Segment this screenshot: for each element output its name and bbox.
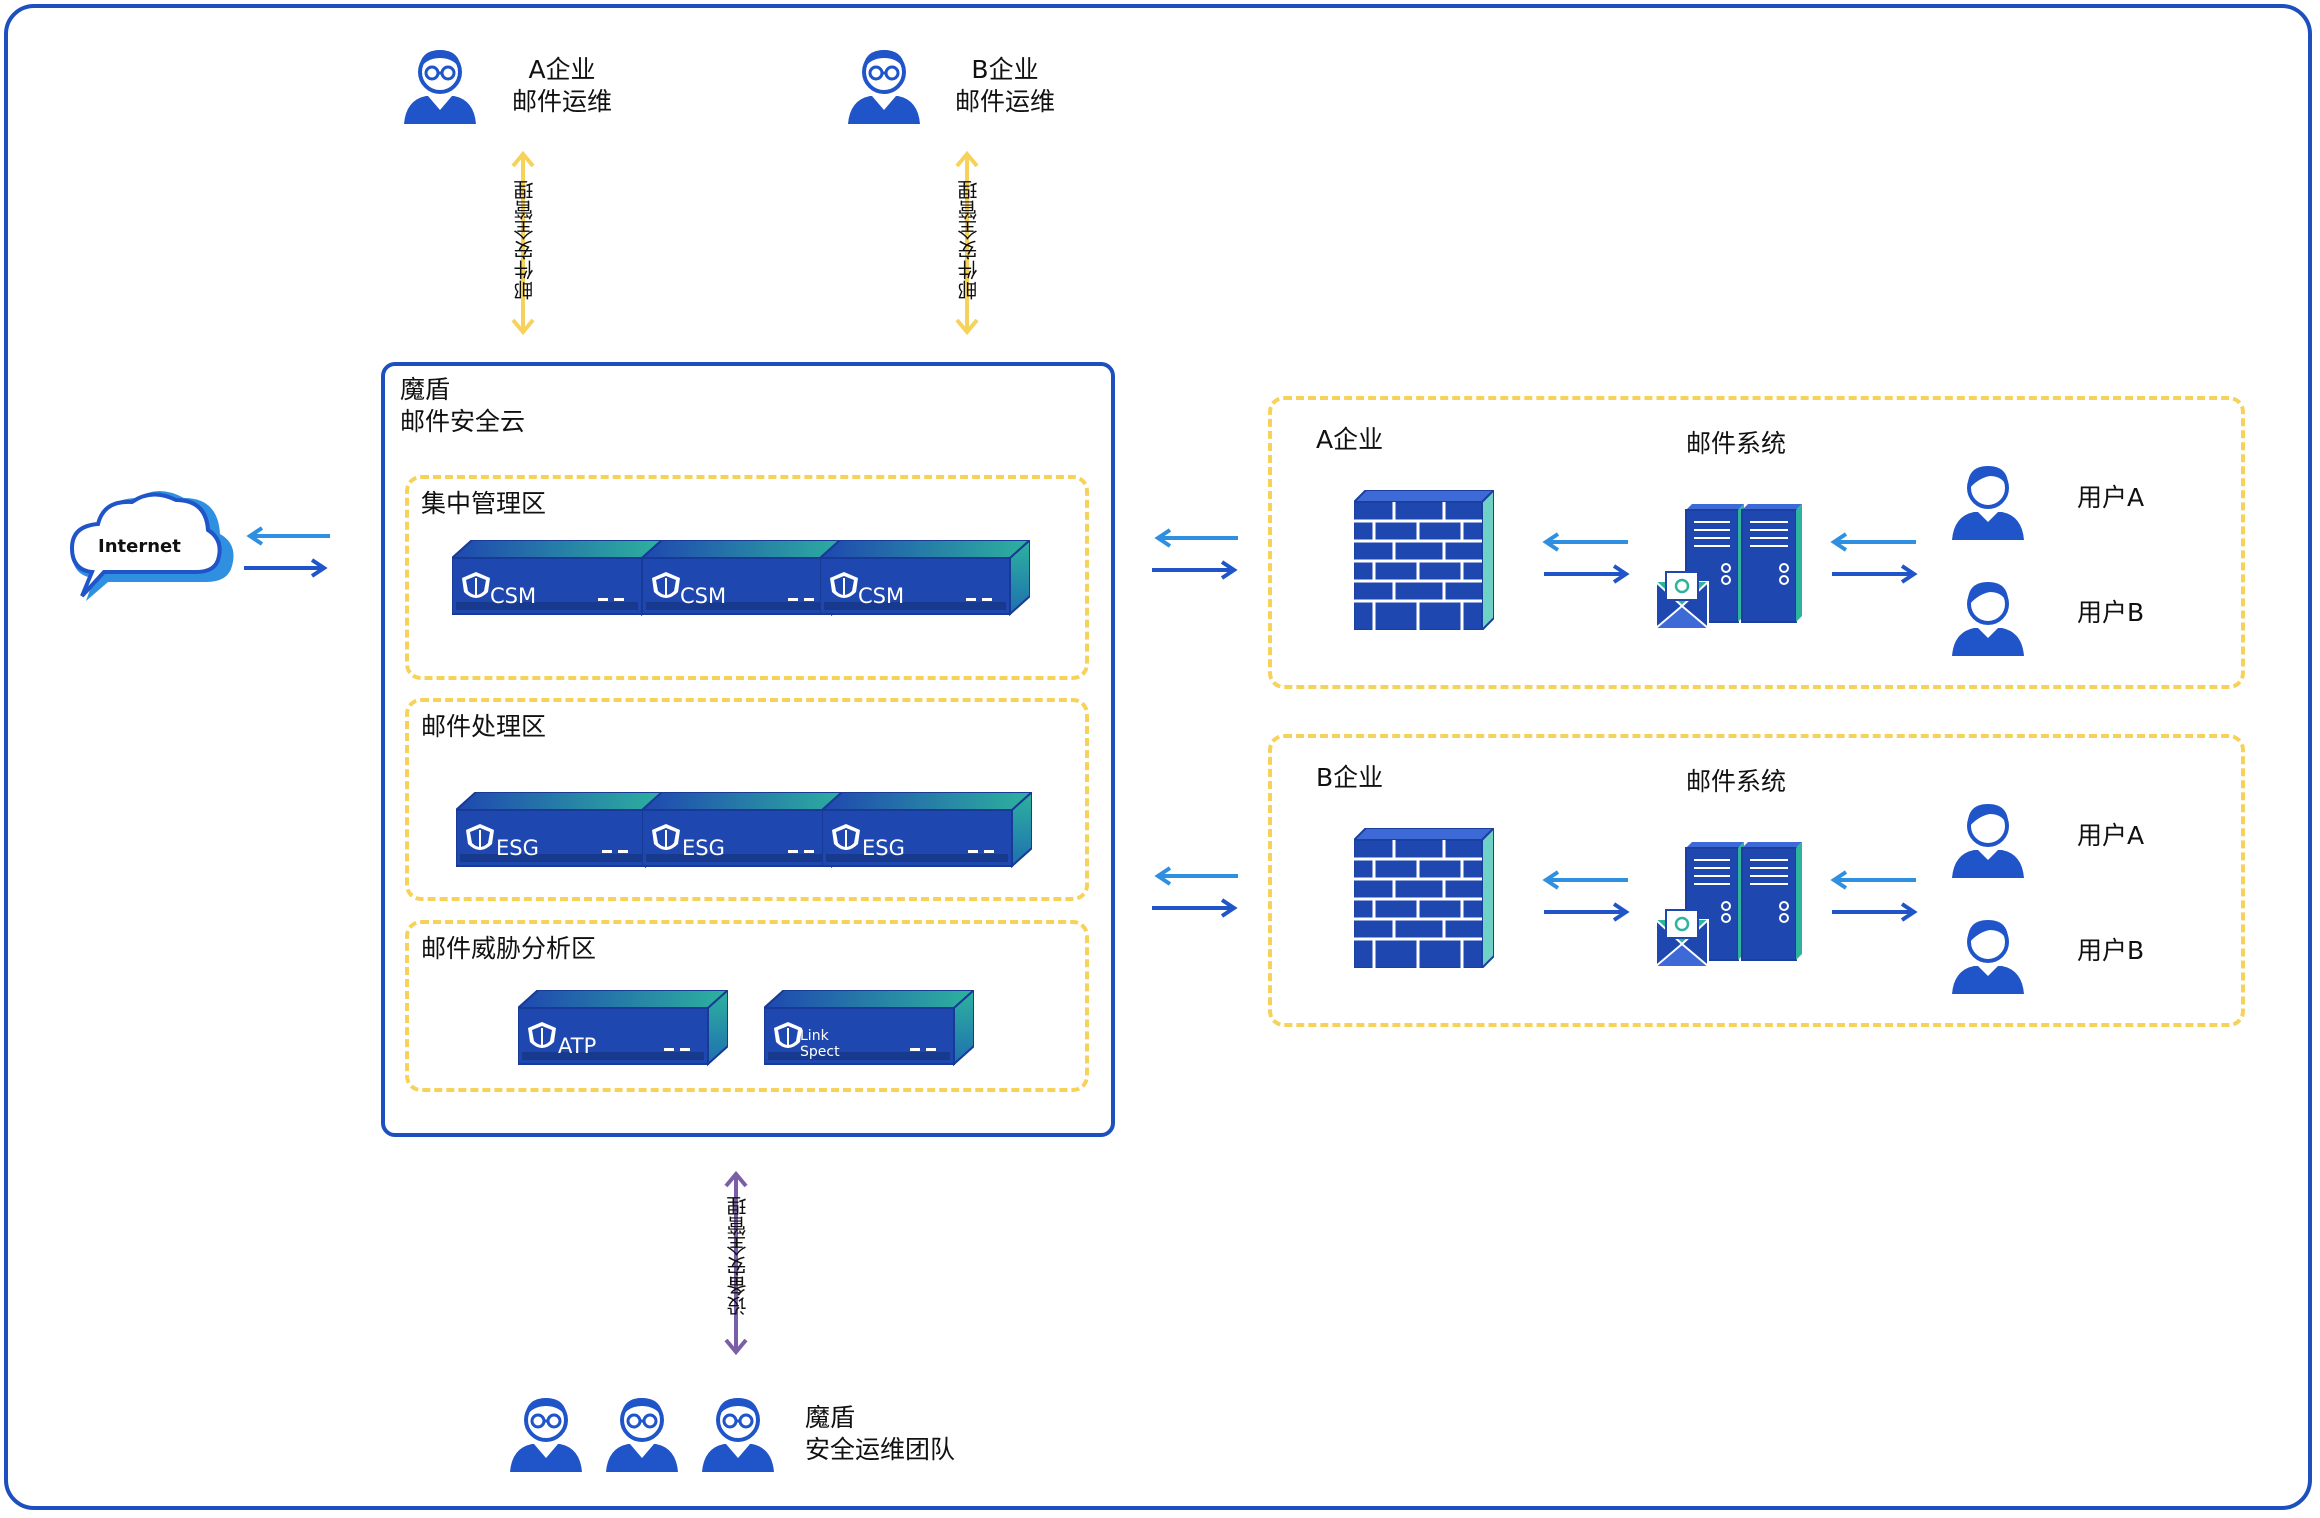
cloud-title: 魔盾 邮件安全云 [400, 374, 525, 438]
enterprise-name: B企业 [1316, 763, 1384, 792]
zone-threat-analysis [405, 920, 1089, 1092]
zone-central-management [405, 475, 1089, 680]
person-glasses-icon [846, 48, 922, 124]
admin-b-label: B企业 邮件运维 [955, 54, 1055, 118]
cloud-icon [69, 491, 234, 601]
mgmt-label-a: 邮件安全管理 [513, 180, 537, 300]
admin-b-line1: B企业 [971, 55, 1039, 84]
enterprise-b-link-arrows [1152, 866, 1238, 918]
zone-mail-processing [405, 698, 1089, 901]
mgmt-arrow-a [511, 150, 535, 336]
cloud-title-line2: 邮件安全云 [400, 407, 526, 436]
mail-user-arrows-a [1830, 532, 1918, 584]
mail-system-label: 邮件系统 [1686, 767, 1787, 796]
admin-a-line1: A企业 [528, 55, 596, 84]
zone-title: 邮件威胁分析区 [421, 934, 597, 963]
zone-title: 邮件处理区 [421, 712, 547, 741]
mail-user-arrows-b [1830, 870, 1918, 922]
device-label: CSM [858, 584, 905, 608]
device-label: Link Spect [800, 1028, 840, 1060]
mail-system-label: 邮件系统 [1686, 429, 1787, 458]
device-label: ESG [682, 836, 725, 860]
device-mgmt-label: 设备安全管理 [726, 1196, 750, 1316]
user-label: 用户B [2077, 598, 2145, 627]
person-glasses-icon [700, 1396, 776, 1472]
device-label: CSM [680, 584, 727, 608]
cloud-title-line1: 魔盾 [400, 375, 451, 404]
cloud-platform-box [381, 362, 1115, 1137]
firewall-mail-arrows-a [1542, 532, 1630, 584]
admin-b-line2: 邮件运维 [955, 87, 1056, 116]
enterprise-a-zone [1268, 396, 2245, 689]
person-glasses-icon [604, 1396, 680, 1472]
device-label: ATP [558, 1034, 597, 1058]
admin-a-label: A企业 邮件运维 [512, 54, 612, 118]
device-label: ESG [496, 836, 539, 860]
device-label: CSM [490, 584, 537, 608]
user-label: 用户A [2077, 483, 2145, 512]
device-mgmt-arrow [724, 1170, 748, 1356]
enterprise-name: A企业 [1316, 425, 1384, 454]
diagram-frame [4, 4, 2312, 1510]
team-line2: 安全运维团队 [805, 1435, 956, 1464]
device-label: ESG [862, 836, 905, 860]
person-glasses-icon [402, 48, 478, 124]
mgmt-label-b: 邮件安全管理 [957, 180, 981, 300]
admin-a-line2: 邮件运维 [512, 87, 613, 116]
enterprise-a-link-arrows [1152, 528, 1238, 580]
internet-label: Internet [98, 536, 181, 557]
mgmt-arrow-b [955, 150, 979, 336]
zone-title: 集中管理区 [421, 489, 547, 518]
team-line1: 魔盾 [805, 1403, 856, 1432]
team-label: 魔盾 安全运维团队 [805, 1402, 955, 1466]
person-glasses-icon [508, 1396, 584, 1472]
firewall-mail-arrows-b [1542, 870, 1630, 922]
user-label: 用户B [2077, 936, 2145, 965]
internet-link-arrows [244, 526, 330, 578]
user-label: 用户A [2077, 821, 2145, 850]
enterprise-b-zone [1268, 734, 2245, 1027]
